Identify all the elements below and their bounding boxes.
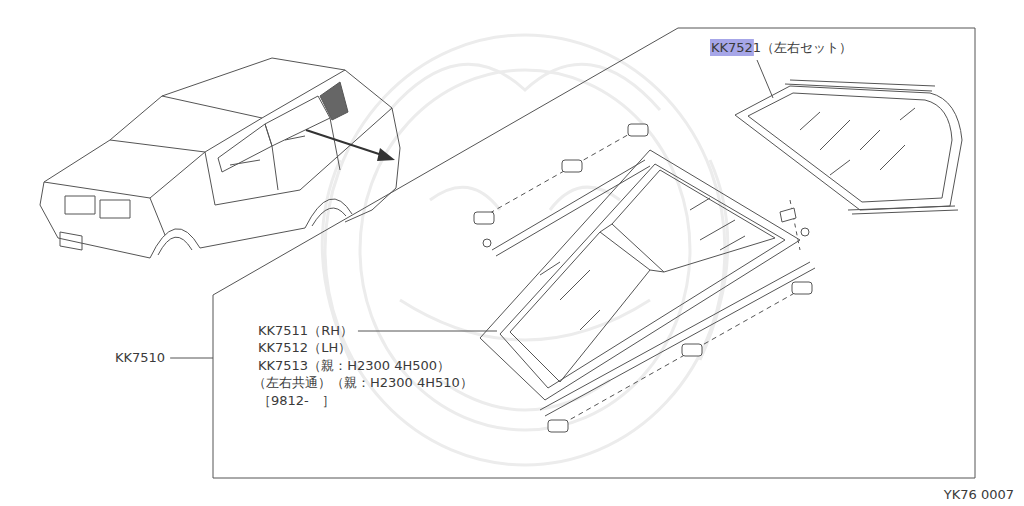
clips (474, 124, 812, 432)
part-number: KK7521（左右セット） (711, 40, 852, 56)
part-number: KK7513（親：H2300 4H500） (258, 358, 450, 374)
leader-line (358, 331, 497, 332)
pointer-arrow (306, 130, 395, 161)
part-number: KK7511（RH） (258, 323, 353, 339)
car-illustration (40, 58, 400, 258)
figure-number: YK76 0007 (944, 487, 1014, 503)
door-glass-assembly (474, 128, 815, 428)
leader-line (170, 358, 213, 359)
quarter-glass (735, 60, 962, 214)
watermark (322, 35, 728, 465)
part-number: ［9812- ］ (258, 393, 335, 409)
part-number: KK7512（LH） (258, 340, 351, 356)
callout-frame (213, 28, 975, 478)
part-number: KK7510 (115, 350, 165, 366)
part-number: （左右共通）（親：H2300 4H510） (253, 375, 473, 391)
